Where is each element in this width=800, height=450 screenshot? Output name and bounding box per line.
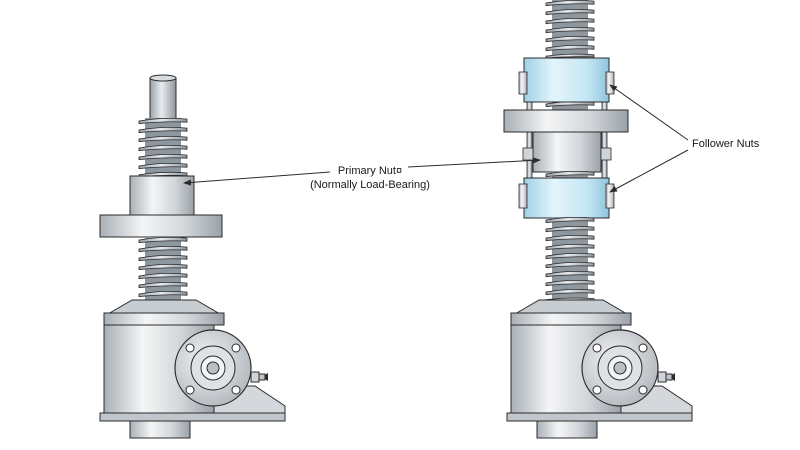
thread-turn: [545, 35, 595, 43]
thread-turn: [138, 263, 188, 271]
primary-nut-title: Primary Nut¤: [337, 165, 403, 177]
thread-turn: [545, 8, 595, 16]
thread-turn: [138, 162, 188, 170]
flange-icon: [174, 329, 252, 407]
gearbox-top-plate-right: [513, 299, 629, 315]
thread-turn: [545, 216, 595, 224]
arrow-icon: [183, 171, 331, 186]
thread-turn: [545, 53, 595, 59]
grease-fitting-icon: [657, 371, 675, 383]
thread-turn: [138, 245, 188, 253]
nut-flange-right: [503, 109, 629, 133]
thread-turn: [138, 290, 188, 298]
screw-thread-lower-left: [138, 236, 188, 301]
arrow-icon: [609, 84, 689, 141]
thread-turn: [545, 288, 595, 296]
screw-thread-upper-left: [138, 117, 188, 178]
thread-turn: [138, 153, 188, 161]
thread-turn: [545, 270, 595, 278]
arrow-icon: [407, 157, 541, 168]
thread-turn: [138, 144, 188, 152]
thread-turn: [138, 281, 188, 289]
primary-nut-label: Primary Nut¤ (Normally Load-Bearing): [275, 164, 465, 192]
thread-turn: [545, 17, 595, 25]
thread-turn: [138, 272, 188, 280]
thread-turn: [138, 254, 188, 262]
screw-thread-lower-right: [545, 216, 595, 302]
thread-turn: [138, 135, 188, 143]
thread-turn: [138, 126, 188, 134]
screw-jack-right: [503, 0, 693, 439]
thread-turn: [545, 252, 595, 260]
lifting-screw-end: [149, 77, 177, 121]
bottom-boss-left: [129, 420, 191, 439]
thread-turn: [545, 44, 595, 52]
thread-turn: [545, 234, 595, 242]
nut-flange-left: [99, 214, 223, 238]
thread-core: [552, 101, 588, 111]
thread-turn: [545, 261, 595, 269]
thread-turn: [545, 225, 595, 233]
thread-turn: [545, 243, 595, 251]
primary-nut-note: (Normally Load-Bearing): [310, 179, 430, 191]
primary-nut-right: [532, 131, 602, 173]
thread-turn: [545, 26, 595, 34]
gearbox-top-plate-left: [106, 299, 222, 315]
grease-fitting-icon: [250, 371, 268, 383]
primary-nut-left: [129, 175, 195, 217]
thread-core: [552, 217, 588, 301]
thread-turn: [545, 279, 595, 287]
follower-nut-lower: [523, 177, 610, 219]
bottom-boss-right: [536, 420, 598, 439]
follower-nuts-label: Follower Nuts: [692, 138, 760, 150]
flange-icon: [581, 329, 659, 407]
thread-turn: [545, 0, 595, 7]
thread-turn: [545, 170, 595, 178]
screw-jack-left: [99, 74, 286, 439]
screw-thread-top-right: [545, 0, 595, 59]
screw-thread-gap-right: [545, 170, 595, 179]
arrow-icon: [609, 149, 689, 193]
follower-nut-upper: [523, 57, 610, 103]
thread-turn: [138, 236, 188, 244]
thread-turn: [138, 117, 188, 125]
callout-arrows: [183, 84, 689, 193]
